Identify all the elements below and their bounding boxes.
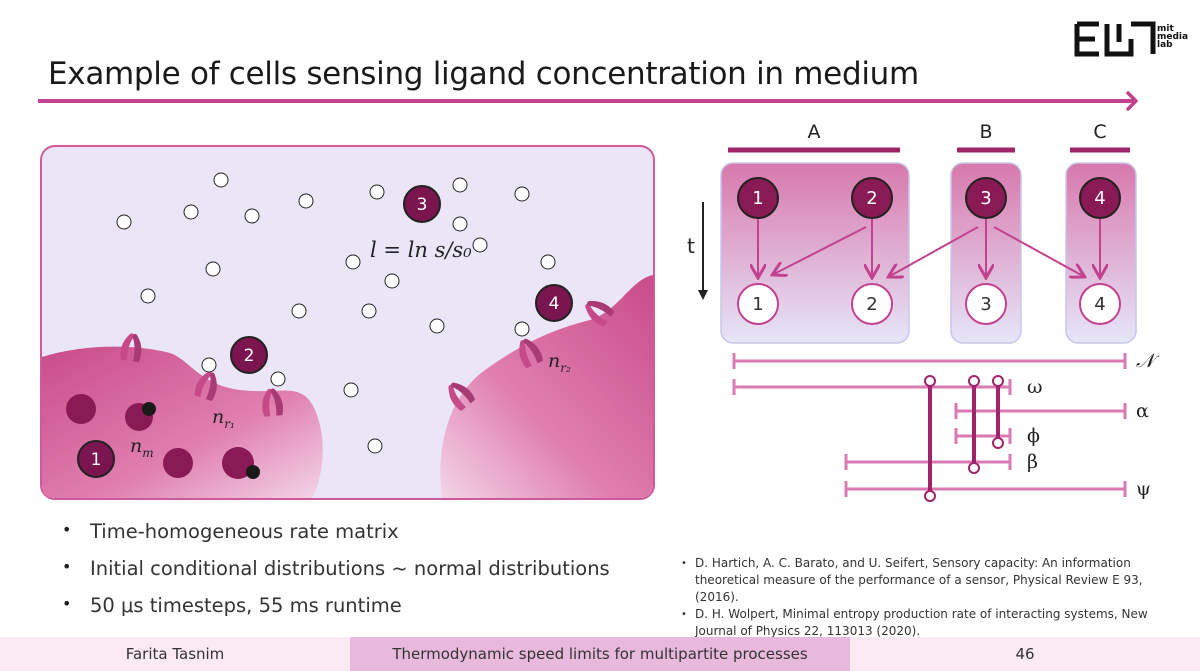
hier-label-N: 𝒩 [1136, 350, 1160, 372]
top-node-4: 4 [1094, 188, 1105, 209]
hier-label-alpha: α [1136, 400, 1149, 422]
bullet-text: Time-homogeneous rate matrix [90, 520, 399, 543]
bottom-node-1: 1 [752, 294, 763, 315]
label-n-r1: n [212, 406, 224, 428]
slide-title: Example of cells sensing ligand concentr… [48, 56, 919, 92]
title-underline-arrow [38, 91, 1138, 111]
reference-item: •D. Hartich, A. C. Barato, and U. Seifer… [681, 555, 1181, 606]
group-label-b: B [979, 121, 992, 143]
top-node-1: 1 [752, 188, 763, 209]
bullet-item: •Initial conditional distributions ~ nor… [62, 557, 610, 580]
ligand-formula: l = ln s/s₀ [370, 238, 472, 262]
reference-text: D. Hartich, A. C. Barato, and U. Seifert… [695, 556, 1143, 604]
svg-text:nm: nm [130, 435, 154, 460]
hier-label-psi: ψ [1136, 478, 1151, 500]
reference-item: •D. H. Wolpert, Minimal entropy producti… [681, 606, 1181, 640]
hier-label-beta: β [1027, 451, 1038, 473]
multipartite-diagram: A B C t 1 2 3 4 1 2 3 4 [687, 121, 1160, 502]
bullet-item: •50 μs timesteps, 55 ms runtime [62, 594, 402, 617]
bullet-item: •Time-homogeneous rate matrix [62, 520, 399, 543]
molecule-2: 2 [244, 346, 255, 366]
svg-text:nr₂: nr₂ [548, 350, 571, 375]
group-label-c: C [1093, 121, 1106, 143]
bottom-node-2: 2 [866, 294, 877, 315]
label-n-m: n [130, 435, 142, 457]
molecule-1: 1 [91, 450, 102, 470]
slide-footer: Farita Tasnim Thermodynamic speed limits… [0, 637, 1200, 671]
bullet-text: Initial conditional distributions ~ norm… [90, 557, 610, 580]
hier-label-omega: ω [1027, 376, 1043, 398]
reference-text: D. H. Wolpert, Minimal entropy productio… [695, 607, 1148, 638]
cell-sensing-illustration: 3 2 4 1 l = ln s/s₀ nm nr₁ nr₂ [40, 145, 655, 500]
label-n-r2-sub: r₂ [560, 361, 571, 375]
footer-author: Farita Tasnim [0, 637, 350, 671]
top-node-3: 3 [980, 188, 991, 209]
label-n-r1-sub: r₁ [224, 417, 235, 431]
time-label: t [687, 234, 695, 258]
bullet-list: •Time-homogeneous rate matrix •Initial c… [62, 520, 610, 631]
hier-label-phi: ϕ [1027, 425, 1040, 447]
svg-text:nr₁: nr₁ [212, 406, 235, 431]
molecule-4: 4 [549, 294, 560, 314]
bottom-node-4: 4 [1094, 294, 1105, 315]
footer-page-number: 46 [850, 637, 1200, 671]
top-node-2: 2 [866, 188, 877, 209]
bottom-node-3: 3 [980, 294, 991, 315]
label-n-m-sub: m [142, 446, 153, 460]
molecule-3: 3 [417, 195, 428, 215]
label-n-r2: n [548, 350, 560, 372]
reference-list: •D. Hartich, A. C. Barato, and U. Seifer… [681, 555, 1181, 640]
media-lab-logo [1074, 21, 1156, 57]
footer-talk-title: Thermodynamic speed limits for multipart… [350, 637, 850, 671]
group-label-a: A [808, 121, 821, 143]
bullet-text: 50 μs timesteps, 55 ms runtime [90, 594, 402, 617]
